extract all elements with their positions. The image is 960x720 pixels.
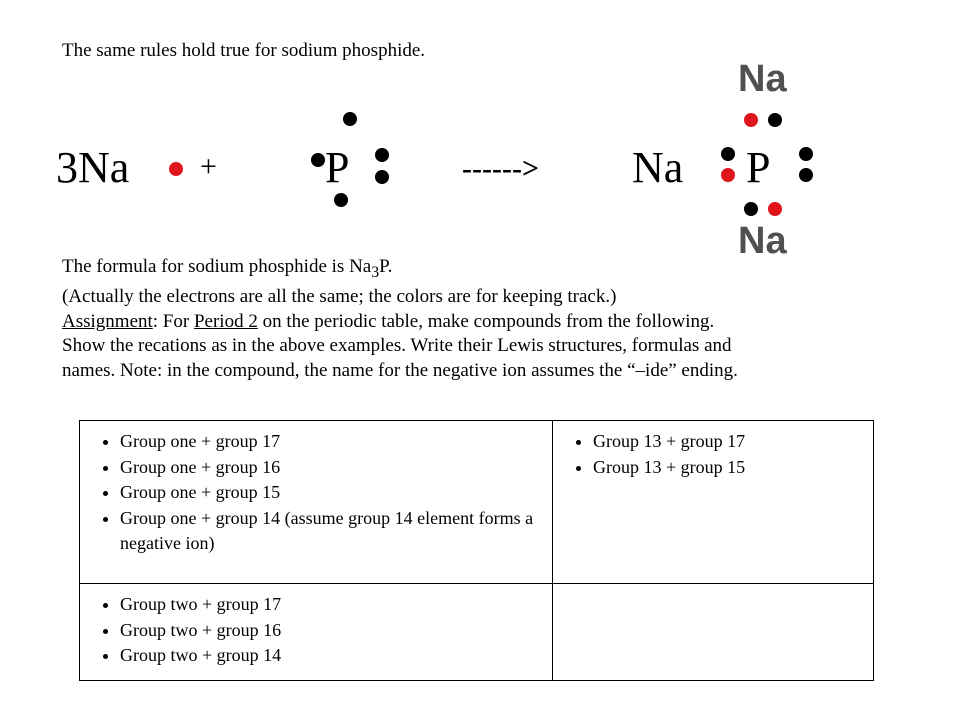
- bond-electron-top-1: [744, 113, 758, 127]
- table-row: Group one + group 17Group one + group 16…: [79, 420, 874, 584]
- list-item: Group 13 + group 17: [593, 429, 863, 455]
- product-sodium-left: Na: [632, 143, 684, 192]
- p-electron-right-1: [375, 148, 389, 162]
- formula-subscript: 3: [371, 263, 380, 281]
- bond-electron-bottom-2: [768, 202, 782, 216]
- p-electron-left: [311, 153, 325, 167]
- assignment-label: Assignment: [62, 310, 153, 332]
- list-item: Group one + group 14 (assume group 14 el…: [120, 506, 542, 557]
- assignment-line-1: Assignment: For Period 2 on the periodic…: [62, 310, 715, 332]
- product-sodium-bottom: Na: [738, 220, 787, 262]
- cell-empty: [552, 583, 874, 681]
- formula-line: The formula for sodium phosphide is Na3P…: [62, 256, 393, 281]
- p-electron-bottom: [334, 193, 348, 207]
- list-item: Group two + group 16: [120, 618, 542, 644]
- group-13-list: Group 13 + group 17Group 13 + group 15: [563, 429, 863, 480]
- reactant-sodium: 3Na: [56, 143, 130, 192]
- bond-electron-left-2: [721, 168, 735, 182]
- period-2-label: Period 2: [193, 310, 258, 332]
- list-item: Group two + group 17: [120, 592, 542, 618]
- cell-group-13: Group 13 + group 17Group 13 + group 15: [552, 420, 874, 584]
- list-item: Group one + group 16: [120, 455, 542, 481]
- explanation-paragraph: The formula for sodium phosphide is Na3P…: [62, 255, 942, 383]
- product-phosphorus: P: [746, 143, 771, 192]
- list-item: Group one + group 15: [120, 480, 542, 506]
- plus-sign: +: [200, 150, 217, 183]
- p-electron-right-2: [375, 170, 389, 184]
- p-electron-top: [343, 112, 357, 126]
- assignment-line-3: names. Note: in the compound, the name f…: [62, 359, 738, 381]
- list-item: Group 13 + group 15: [593, 455, 863, 481]
- intro-text: The same rules hold true for sodium phos…: [62, 40, 426, 61]
- bond-electron-left-1: [721, 147, 735, 161]
- reaction-arrow: ------>: [462, 152, 540, 185]
- bond-electron-bottom-1: [744, 202, 758, 216]
- group-one-list: Group one + group 17Group one + group 16…: [90, 429, 542, 557]
- assignment-line-2: Show the recations as in the above examp…: [62, 335, 732, 357]
- bond-electron-top-2: [768, 113, 782, 127]
- list-item: Group two + group 14: [120, 643, 542, 669]
- cell-group-one: Group one + group 17Group one + group 16…: [79, 420, 553, 584]
- color-note: (Actually the electrons are all the same…: [62, 286, 617, 308]
- list-item: Group one + group 17: [120, 429, 542, 455]
- group-two-list: Group two + group 17Group two + group 16…: [90, 592, 542, 669]
- p-electron-right-1: [799, 147, 813, 161]
- product-sodium-top: Na: [738, 58, 787, 100]
- reactant-phosphorus: P: [325, 143, 350, 192]
- sodium-valence-electron: [169, 162, 183, 176]
- table-row: Group two + group 17Group two + group 16…: [79, 583, 874, 681]
- cell-group-two: Group two + group 17Group two + group 16…: [79, 583, 553, 681]
- p-electron-right-2: [799, 168, 813, 182]
- assignment-table: Group one + group 17Group one + group 16…: [79, 420, 874, 681]
